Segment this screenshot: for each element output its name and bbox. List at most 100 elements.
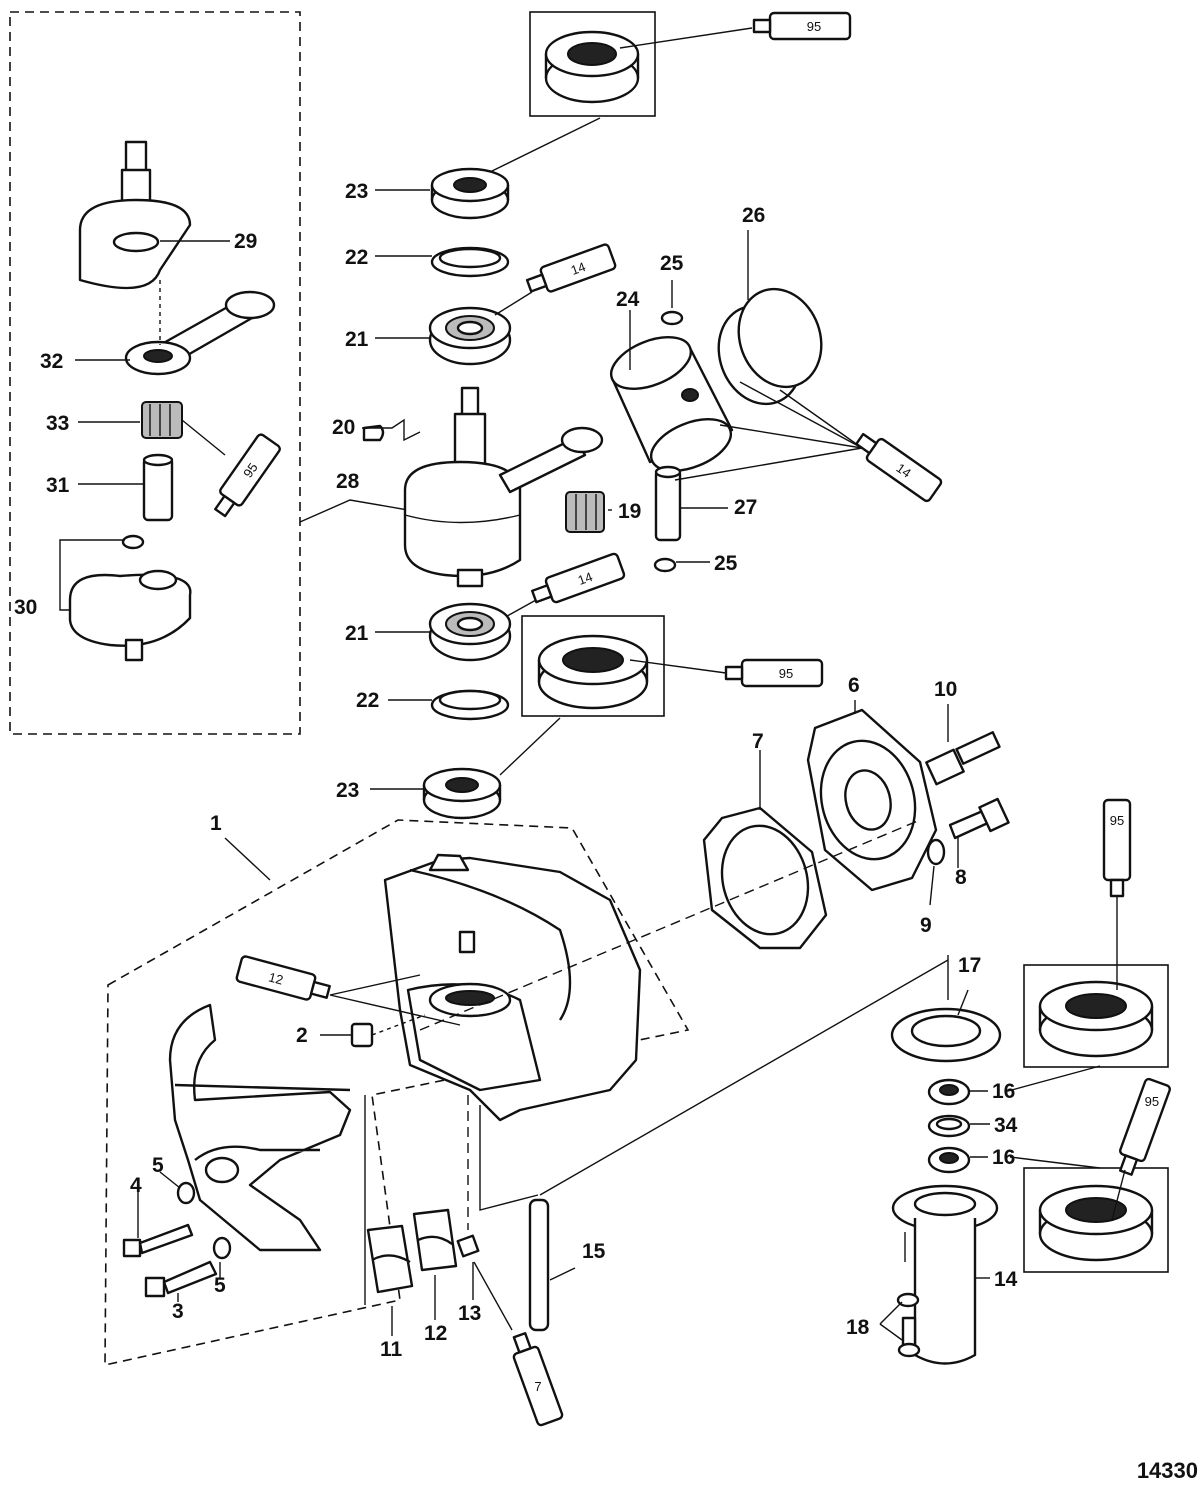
tube-label: 14: [576, 569, 595, 588]
part-26-piston-rings: [717, 287, 823, 406]
grease-tube-14-lower-bearing: 14: [531, 552, 626, 604]
tube-label: 95: [1145, 1094, 1159, 1109]
seal-detail-middle: [537, 634, 649, 710]
crankcase-block: [383, 853, 642, 1122]
label-9: 9: [920, 914, 932, 937]
grease-tube-95-top: 95: [752, 11, 852, 41]
label-16-upper: 16: [992, 1080, 1015, 1103]
part-14-water-tube-housing: [891, 1184, 999, 1365]
label-5-upper: 5: [152, 1154, 164, 1177]
part-18-screws-washers: [896, 1292, 921, 1358]
part-23-oil-seal-lower: [422, 767, 502, 820]
part-27-piston-pin: [654, 465, 682, 542]
grease-tube-14-upper-bearing: 14: [525, 243, 617, 293]
grease-tube-95-right-upper: 95: [1102, 798, 1132, 898]
part-25-circlip-lower: [653, 557, 677, 573]
grease-tube-12: 12: [235, 955, 331, 1001]
part-11-reed-plate: [366, 1224, 414, 1294]
label-23-lower: 23: [336, 779, 359, 802]
label-25-upper: 25: [660, 252, 684, 275]
label-26: 26: [742, 204, 765, 227]
label-27: 27: [734, 496, 757, 519]
label-11: 11: [380, 1338, 403, 1361]
crankshaft-assembly-boundary: [9, 11, 301, 735]
part-22-retaining-ring-lower: [430, 689, 510, 721]
part-29-crank-half-upper: [78, 140, 192, 290]
label-3: 3: [172, 1300, 184, 1323]
part-2-dowel-pin: [350, 1022, 374, 1048]
seal-detail-top: [544, 30, 640, 104]
part-32-connecting-rod: [124, 290, 276, 376]
label-1: 1: [210, 812, 222, 835]
part-31-crank-pin: [142, 453, 174, 522]
grease-tube-95-middle: 95: [724, 658, 824, 688]
part-9-washer: [926, 838, 946, 866]
label-23-upper: 23: [345, 180, 368, 203]
part-15-dowel-pin: [528, 1198, 550, 1332]
part-12-reed-valve: [412, 1208, 458, 1272]
tube-label: 14: [569, 259, 588, 278]
part-7-gasket: [702, 806, 828, 950]
label-16-lower: 16: [992, 1146, 1015, 1169]
label-14: 14: [994, 1268, 1018, 1291]
part-34-spacer: [927, 1114, 971, 1138]
label-17: 17: [958, 954, 981, 977]
part-17-gasket: [890, 1007, 1002, 1063]
label-5-lower: 5: [214, 1274, 226, 1297]
part-5-washer-a: [176, 1181, 196, 1205]
label-18: 18: [846, 1316, 870, 1339]
part-10-spark-plug-or-sender: [925, 731, 1001, 786]
part-16-seal-upper: [927, 1078, 971, 1106]
label-24: 24: [616, 288, 640, 311]
label-7: 7: [752, 730, 764, 753]
label-34: 34: [994, 1114, 1018, 1137]
label-2: 2: [296, 1024, 308, 1047]
part-30-crank-half-lower: [68, 534, 192, 662]
tube-label: 95: [807, 19, 821, 34]
label-22-lower: 22: [356, 689, 379, 712]
label-25-lower: 25: [714, 552, 738, 575]
part-5-washer-b: [212, 1236, 232, 1260]
tube-label: 95: [240, 460, 261, 480]
label-33: 33: [46, 412, 69, 435]
label-19: 19: [618, 500, 641, 523]
label-15: 15: [582, 1240, 606, 1263]
label-21-lower: 21: [345, 622, 369, 645]
grease-tube-95-crankpin: 95: [214, 433, 281, 518]
label-20: 20: [332, 416, 355, 439]
seal-detail-right-lower: [1038, 1184, 1154, 1262]
part-25-circlip-upper: [660, 310, 684, 326]
part-21-ball-bearing-upper: [428, 306, 512, 366]
part-20-woodruff-key: [362, 424, 385, 442]
label-10: 10: [934, 678, 957, 701]
label-12: 12: [424, 1322, 447, 1345]
drawing-code: 14330: [1137, 1458, 1198, 1483]
part-33-needle-bearing: [141, 401, 183, 439]
tube-label: 14: [893, 460, 913, 481]
part-28-crankshaft-assembly: [403, 386, 604, 588]
part-21-ball-bearing-lower: [428, 602, 512, 662]
label-8: 8: [955, 866, 967, 889]
tube-label: 7: [534, 1379, 541, 1394]
label-13: 13: [458, 1302, 481, 1325]
part-13-screw: [456, 1234, 480, 1258]
part-19-needle-bearing: [565, 491, 605, 533]
part-22-retaining-ring-upper: [430, 246, 510, 278]
tube-label: 95: [779, 666, 793, 681]
label-32: 32: [40, 350, 63, 373]
label-31: 31: [46, 474, 70, 497]
label-28: 28: [336, 470, 360, 493]
label-4: 4: [130, 1174, 142, 1197]
tube-label: 95: [1110, 813, 1124, 828]
part-labels: 29 32 33 31 30 23 22 21 20 28 21 22 23 1…: [14, 180, 1018, 1361]
crankcase-cover-half: [168, 1003, 352, 1252]
grease-tube-14-piston: 14: [855, 432, 943, 503]
part-6-end-cap: [806, 708, 938, 892]
part-8-bolt: [948, 797, 1010, 840]
seal-detail-right-upper: [1038, 980, 1154, 1058]
part-3-screw: [144, 1260, 218, 1298]
label-22-upper: 22: [345, 246, 368, 269]
label-21-upper: 21: [345, 328, 369, 351]
label-29: 29: [234, 230, 257, 253]
